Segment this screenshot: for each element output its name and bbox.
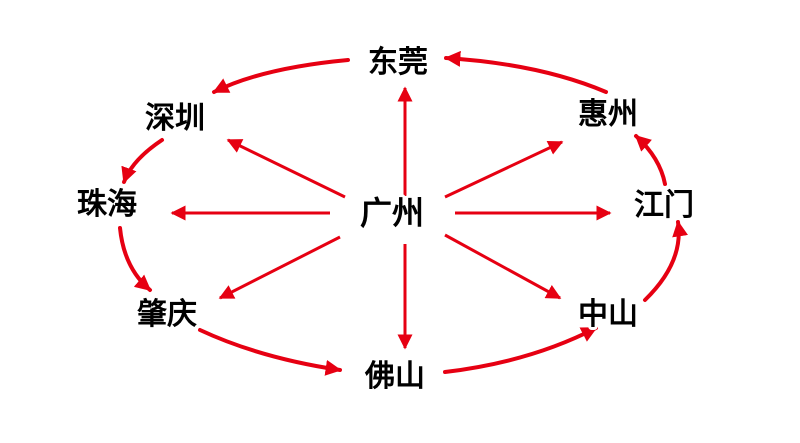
radial-arrow-guangzhou-to-zhongshan [444,233,562,300]
cycle-edges [118,50,689,376]
cycle-arrow-zhaoqing-to-foshan [198,328,342,376]
radial-arrow-guangzhou-to-shenzhen [226,138,346,199]
node-zhuhai: 珠海 [77,187,137,222]
radial-edges [170,86,612,350]
node-jiangmen: 江门 [634,188,694,223]
node-shenzhen: 深圳 [145,101,205,136]
node-foshan: 佛山 [364,359,425,394]
cycle-arrow-huizhou-to-dongguan [444,50,608,94]
node-huizhou: 惠州 [578,97,638,132]
cycle-arrow-jiangmen-to-huizhou [634,134,667,186]
cycle-arrow-shenzhen-to-zhuhai [121,138,164,184]
cycle-arrow-zhongshan-to-jiangmen [643,220,689,302]
node-zhongshan: 中山 [578,297,638,332]
cycle-arrow-dongguan-to-shenzhen [212,58,350,94]
node-guangzhou: 广州 [360,194,424,232]
node-dongguan: 东莞 [368,45,428,80]
cycle-arrow-zhuhai-to-zhaoqing [118,226,152,292]
radial-arrow-guangzhou-to-zhaoqing [218,235,341,300]
node-zhaoqing: 肇庆 [137,297,197,332]
cycle-arrow-foshan-to-zhongshan [443,326,598,374]
node-labels: 广州 东莞 惠州 江门 中山 佛山 肇庆 珠海 深圳 [74,42,697,397]
radial-arrow-guangzhou-to-huizhou [444,140,564,199]
